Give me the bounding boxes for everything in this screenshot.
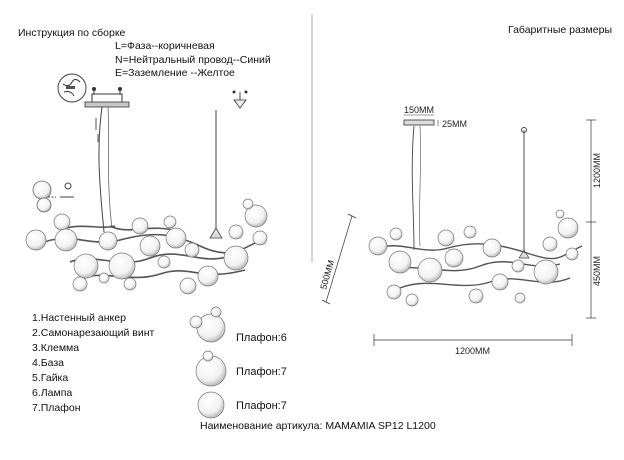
dim-body-height: 450MM (592, 256, 602, 286)
shade-bubbles (25, 198, 268, 295)
part-item: 6.Лампа (32, 387, 73, 399)
shade-label: Плафон:7 (236, 366, 287, 378)
wiring-ground: E=Заземление --Желтое (115, 67, 235, 79)
dim-canopy-width: 150MM (404, 105, 434, 115)
part-item: 4.База (32, 357, 65, 369)
shade-label: Плафон:7 (236, 400, 287, 412)
part-item: 1.Настенный анкер (32, 312, 126, 324)
clip-detail-icon (32, 180, 74, 213)
assembly-chandelier (25, 73, 268, 419)
part-item: 3.Клемма (32, 342, 80, 354)
part-item: 5.Гайка (32, 372, 69, 384)
dim-depth: 500MM (318, 259, 336, 291)
dimension-chandelier: 150MM 25MM 1200MM 450MM 500MM 1200MM (318, 105, 602, 356)
dim-width: 1200MM (455, 346, 490, 356)
dimensions-title: Габаритные размеры (508, 24, 612, 36)
article-name: Наименование артикула: MAMAMIA SP12 L120… (200, 420, 436, 432)
wiring-neutral: N=Нейтральный провод--Синий (115, 53, 271, 66)
double-bubble-shade-icon (195, 350, 227, 387)
dim-canopy-height: 25MM (442, 119, 467, 129)
dim-max-height: 1200MM (592, 153, 602, 188)
bulb-detail-icon (232, 90, 248, 109)
canopy-icon (84, 87, 130, 108)
single-bubble-shade-icon (197, 391, 225, 419)
parts-list: 1.Настенный анкер 2.Самонарезающий винт … (32, 311, 154, 416)
wiring-detail-icon (57, 73, 87, 103)
triple-bubble-shade-icon (189, 306, 226, 343)
assembly-title: Инструкция по сборке (18, 27, 126, 39)
wiring-legend: L=Фаза--коричневая N=Нейтральный провод-… (115, 40, 271, 81)
part-item: 7.Плафон (32, 402, 81, 414)
wiring-phase: L=Фаза--коричневая (115, 40, 215, 52)
part-item: 2.Самонарезающий винт (32, 327, 155, 339)
shade-label: Плафон:6 (236, 332, 287, 344)
